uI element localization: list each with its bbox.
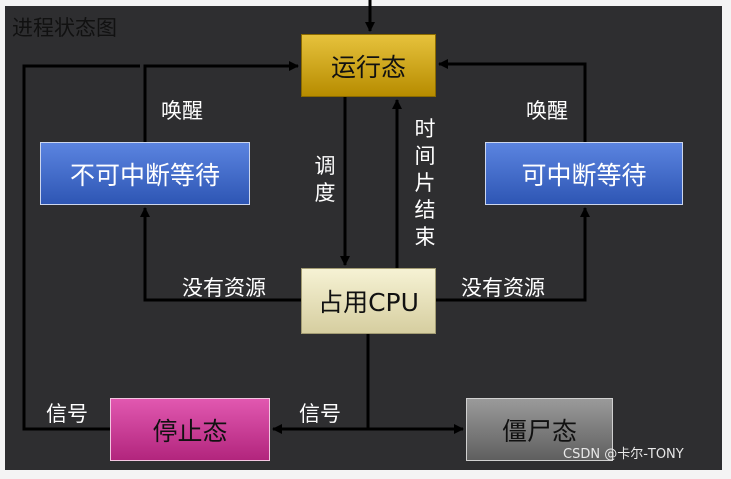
edge-label-schedule: 调度 [314,154,336,205]
wakeup-right-arrow [438,59,587,142]
signal-left-arrow [22,64,140,431]
edge-label-no-resource-right: 没有资源 [461,276,545,300]
state-zombie: 僵尸态 [466,398,613,461]
edge-label-wakeup-left: 唤醒 [161,99,203,123]
state-running: 运行态 [301,34,436,97]
watermark: CSDN @卡尔-TONY [563,447,684,462]
state-cpu-label: 占用CPU [318,288,419,317]
state-cpu: 占用CPU [301,268,436,334]
state-stopped-label: 停止态 [152,416,228,446]
no-resource-right-arrow [436,207,590,302]
state-stopped: 停止态 [110,398,270,461]
no-resource-left-arrow [140,207,301,302]
edge-label-no-resource-left: 没有资源 [182,276,266,300]
edge-label-signal-left: 信号 [46,402,88,426]
edge-label-timeslice: 时间片结束 [414,117,436,249]
state-uninterruptible: 不可中断等待 [40,142,250,205]
state-running-label: 运行态 [330,52,406,82]
state-uninterruptible-label: 不可中断等待 [69,160,220,190]
state-interruptible-label: 可中断等待 [521,160,647,190]
edge-label-signal-right: 信号 [299,402,341,426]
state-interruptible: 可中断等待 [485,142,683,205]
edge-label-wakeup-right: 唤醒 [526,99,568,123]
diagram-title: 进程状态图 [12,16,117,40]
state-zombie-label: 僵尸态 [501,416,577,446]
wakeup-left-arrow [143,61,299,142]
